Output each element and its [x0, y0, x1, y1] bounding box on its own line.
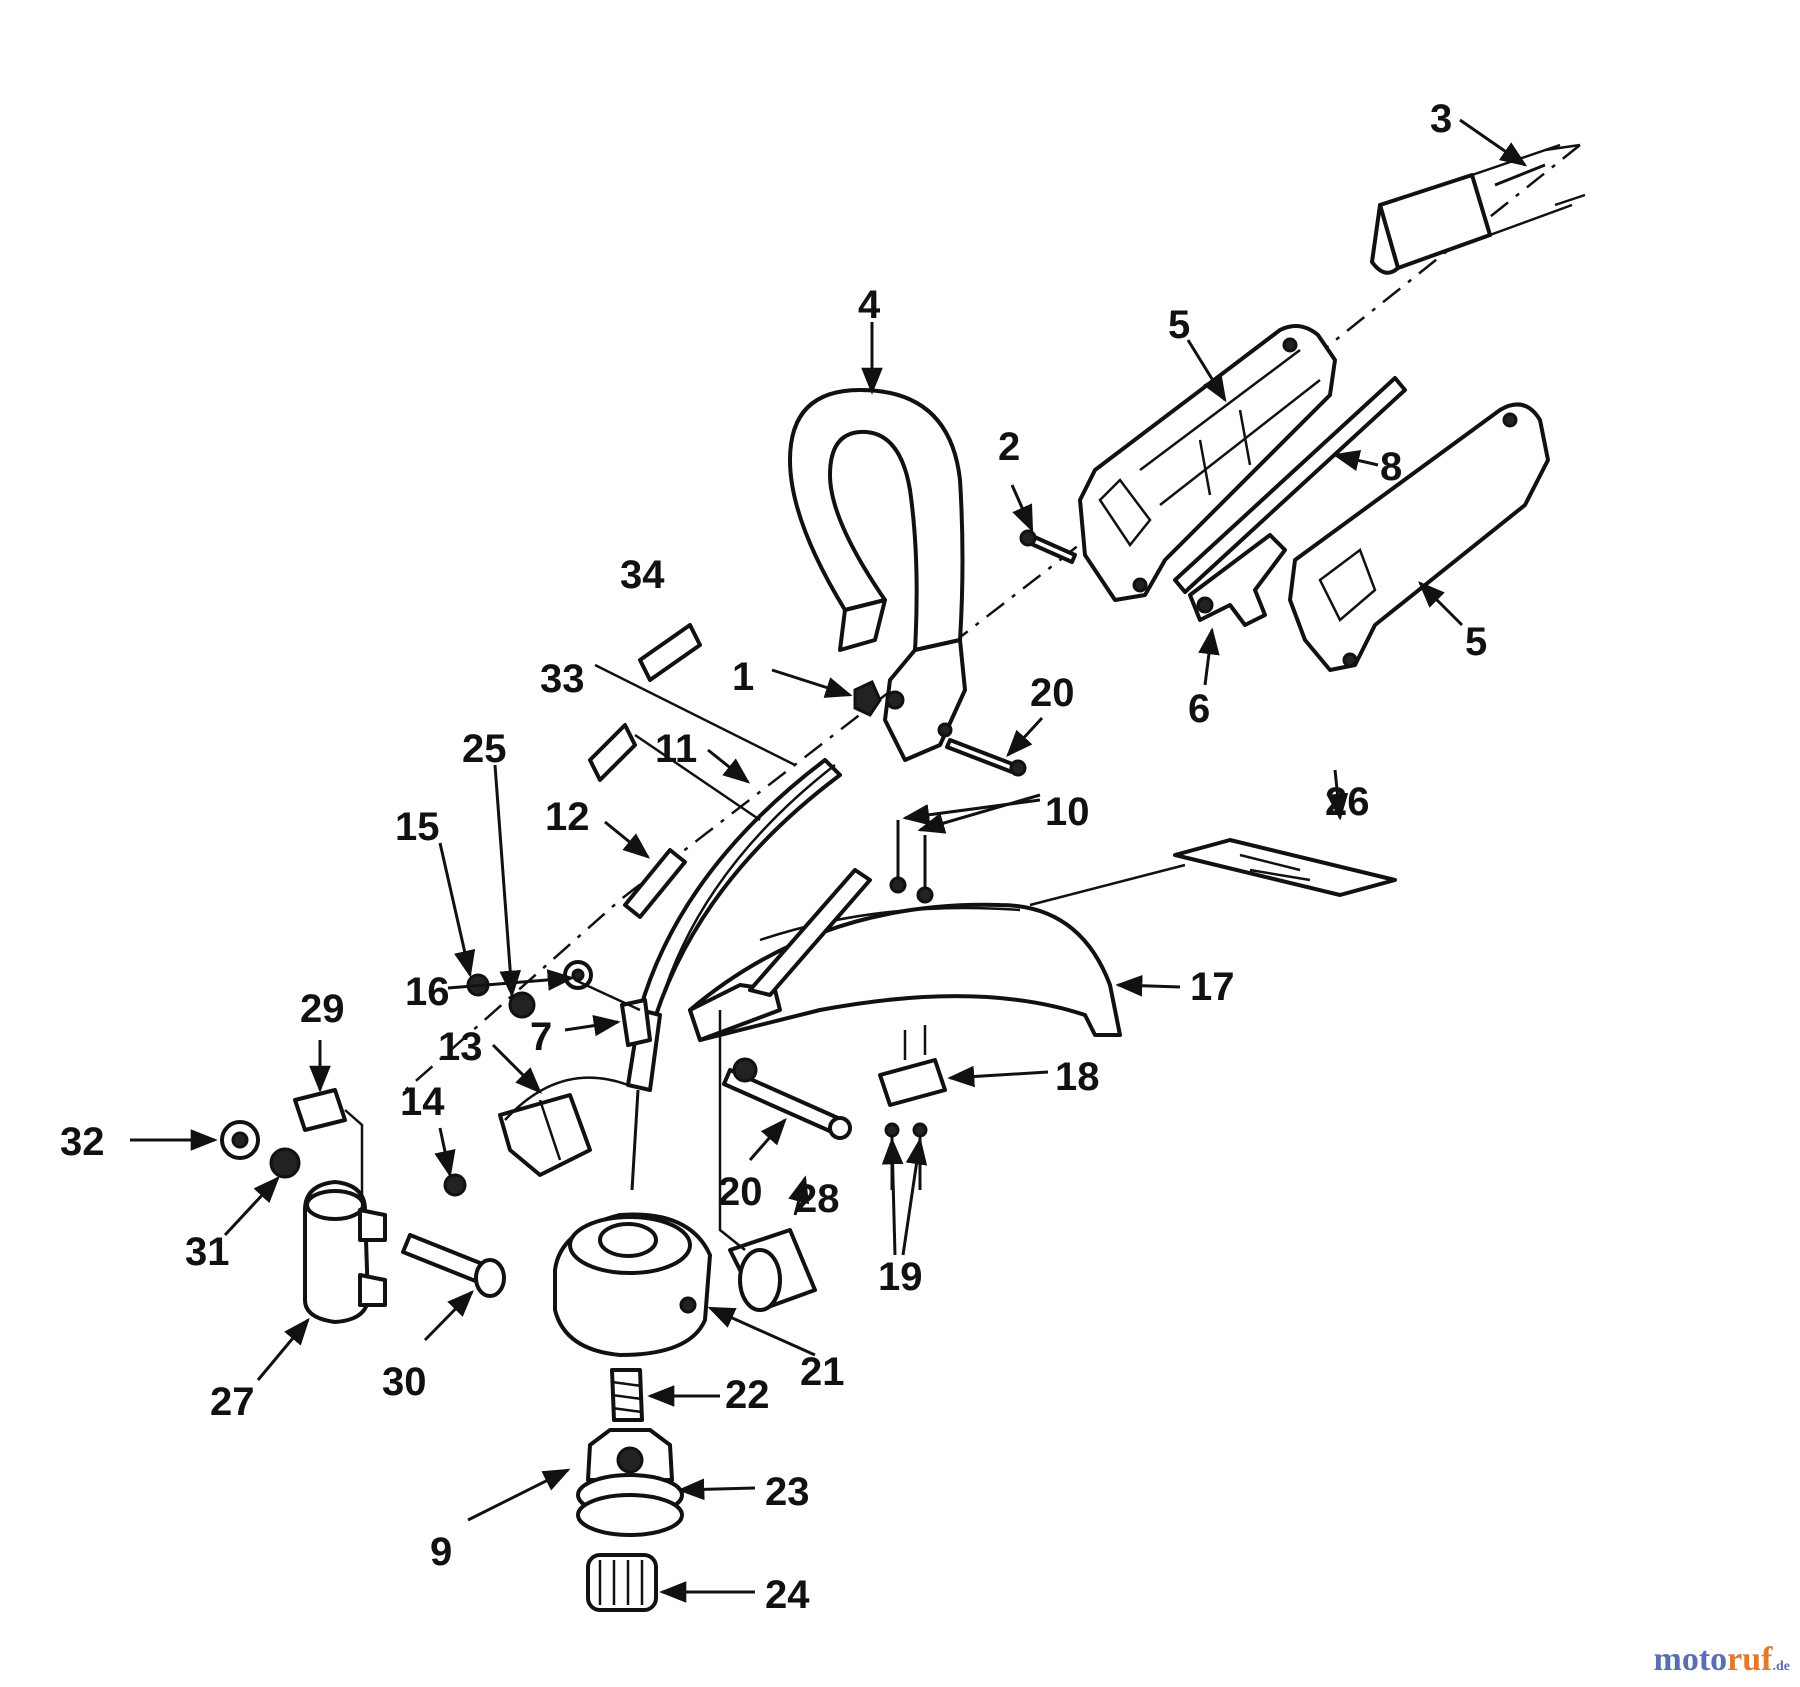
trigger-lever — [1188, 533, 1287, 627]
label-21: 21 — [800, 1350, 845, 1394]
label-11: 11 — [655, 727, 697, 771]
spacer-29 — [293, 1088, 347, 1132]
label-19: 19 — [878, 1255, 923, 1299]
label-8: 8 — [1380, 445, 1402, 489]
label-20-upper: 20 — [1030, 671, 1075, 715]
shaft-coupler — [620, 998, 652, 1047]
debris-shield — [688, 868, 1122, 1042]
label-4: 4 — [858, 283, 881, 327]
drive-shaft-tube — [1370, 143, 1586, 275]
label-17: 17 — [1190, 965, 1235, 1009]
label-23: 23 — [765, 1470, 810, 1514]
j-handle — [788, 388, 967, 762]
label-14: 14 — [400, 1080, 445, 1124]
label-15: 15 — [395, 805, 440, 849]
trimmer-head-housing — [553, 1212, 712, 1357]
trigger-rod — [1173, 376, 1407, 594]
label-5-upper: 5 — [1168, 303, 1190, 347]
motoruf-watermark: motoruf.de — [1653, 1641, 1790, 1678]
housing-half-upper — [1078, 324, 1337, 602]
label-29: 29 — [300, 987, 345, 1031]
handle-clamp — [303, 1180, 387, 1324]
spool — [576, 1428, 684, 1537]
label-2: 2 — [998, 425, 1020, 469]
label-22: 22 — [725, 1373, 770, 1417]
decal-33 — [588, 723, 637, 782]
label-26: 26 — [1325, 780, 1370, 824]
drive-cable — [630, 1089, 640, 1191]
bump-knob — [586, 1553, 658, 1612]
label-5-lower: 5 — [1465, 620, 1487, 664]
clamp-bolt-30 — [401, 1233, 487, 1284]
label-9: 9 — [430, 1530, 452, 1574]
label-3: 3 — [1430, 97, 1452, 141]
label-13: 13 — [438, 1025, 483, 1069]
label-31: 31 — [185, 1230, 230, 1274]
label-25: 25 — [462, 727, 507, 771]
label-34: 34 — [620, 553, 665, 597]
label-6: 6 — [1188, 687, 1210, 731]
label-12: 12 — [545, 795, 590, 839]
decal-34 — [638, 623, 702, 682]
label-7: 7 — [530, 1015, 552, 1059]
clamp-block — [878, 1058, 947, 1107]
label-27: 27 — [210, 1380, 255, 1424]
shield-bracket — [498, 1093, 592, 1177]
screw-20-upper — [945, 738, 1017, 774]
lock-washer-25 — [508, 991, 536, 1019]
label-10: 10 — [1045, 790, 1090, 834]
nut-14 — [443, 1173, 467, 1197]
part-labels: 3 4 5 8 5 6 2 1 20 10 34 33 11 12 25 15 … — [60, 97, 1487, 1617]
grip-sleeve — [623, 848, 687, 919]
leader-arrows — [130, 118, 1528, 1603]
label-30: 30 — [382, 1360, 427, 1404]
label-20-lower: 20 — [718, 1170, 763, 1214]
label-16: 16 — [405, 970, 450, 1014]
label-32: 32 — [60, 1120, 105, 1164]
label-24: 24 — [765, 1573, 810, 1617]
label-18: 18 — [1055, 1055, 1100, 1099]
lower-shaft-tube — [626, 758, 842, 1092]
label-28: 28 — [795, 1177, 840, 1221]
washer-31 — [269, 1147, 301, 1179]
wing-nut — [853, 679, 882, 717]
label-33: 33 — [540, 657, 585, 701]
housing-half-lower — [1288, 402, 1550, 672]
label-1: 1 — [732, 655, 754, 699]
